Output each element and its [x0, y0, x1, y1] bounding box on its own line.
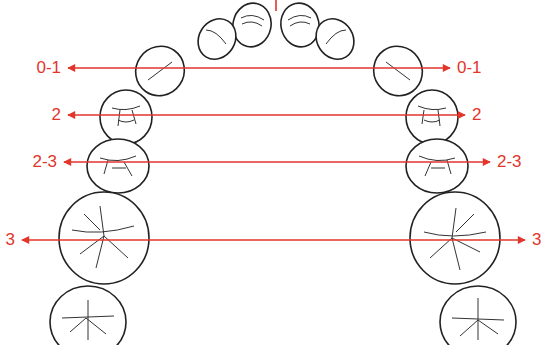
row-label: 2 — [51, 106, 62, 125]
central-incisor — [229, 0, 275, 50]
fissure — [241, 15, 264, 26]
central-incisor — [277, 0, 323, 50]
fissure — [62, 300, 114, 340]
fissure — [112, 106, 140, 126]
teeth — [50, 0, 516, 345]
row-label: 2-3 — [31, 153, 58, 172]
fissure — [326, 30, 346, 44]
row-label: 3 — [531, 231, 542, 250]
fissure — [288, 15, 311, 26]
midline-mark — [275, 0, 277, 11]
fissure — [72, 206, 134, 268]
arrow-line — [22, 239, 525, 241]
premolar — [87, 139, 149, 193]
row-label: 0-1 — [35, 59, 62, 78]
arrow-line — [68, 114, 465, 116]
fissure — [148, 62, 172, 80]
arrow-line — [68, 67, 450, 69]
fissure — [418, 106, 446, 126]
row-label: 2 — [471, 106, 482, 125]
row-label: 2-3 — [496, 153, 523, 172]
arrow-line — [64, 161, 490, 163]
premolar — [100, 90, 152, 144]
fissure — [206, 30, 226, 44]
premolar — [406, 139, 468, 193]
row-label: 3 — [5, 231, 16, 250]
fissure — [386, 62, 410, 80]
lateral-incisor — [309, 12, 362, 67]
lateral-incisor — [191, 12, 244, 67]
fissure-lines — [62, 15, 504, 340]
arrows — [22, 0, 525, 240]
fissure — [100, 156, 136, 176]
fissure — [452, 298, 504, 340]
row-label: 0-1 — [456, 59, 483, 78]
molar — [440, 286, 516, 345]
molar — [410, 192, 500, 284]
molar — [59, 192, 149, 284]
molar — [50, 286, 126, 345]
premolar — [406, 90, 458, 144]
fissure — [424, 208, 486, 270]
fissure — [419, 156, 455, 176]
